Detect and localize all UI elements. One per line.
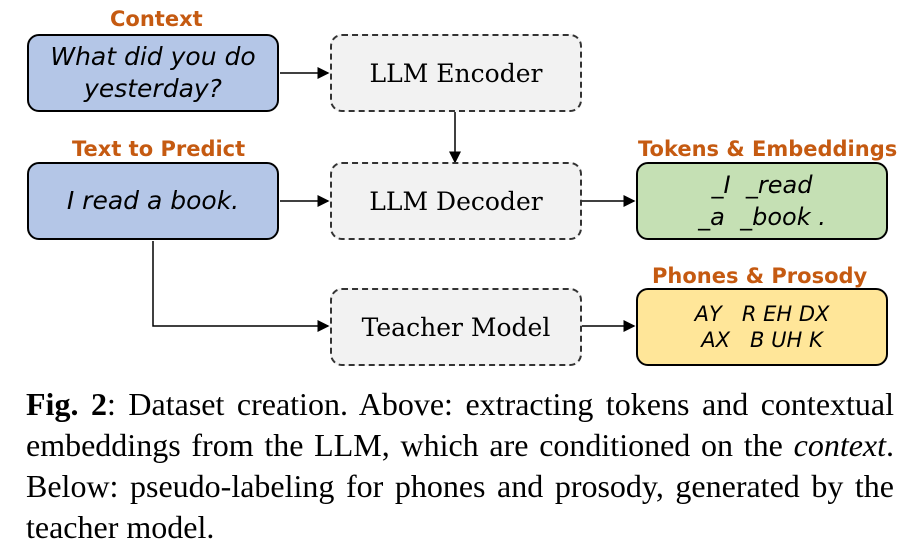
figure-caption: Fig. 2: Dataset creation. Above: extract… bbox=[26, 384, 894, 548]
teacher-model-box: Teacher Model bbox=[330, 288, 582, 366]
predict-text: I read a book. bbox=[66, 186, 240, 215]
llm-encoder-text: LLM Encoder bbox=[369, 58, 543, 88]
caption-text-2: . Below: pseudo-labeling for phones and … bbox=[26, 427, 894, 545]
phones-prosody-label: Phones & Prosody bbox=[652, 264, 868, 288]
caption-emphasis: context bbox=[793, 427, 886, 463]
dataset-creation-diagram: Context Text to Predict Tokens & Embeddi… bbox=[27, 7, 898, 366]
context-box: What did you do yesterday? bbox=[27, 34, 279, 112]
teacher-model-text: Teacher Model bbox=[361, 312, 551, 342]
caption-text-1: : Dataset creation. Above: extracting to… bbox=[26, 386, 895, 463]
tokens-text: _I _read _a _book . bbox=[698, 171, 826, 231]
figure-number: Fig. 2 bbox=[26, 386, 107, 422]
context-label: Context bbox=[110, 7, 203, 31]
text-to-predict-box: I read a book. bbox=[27, 162, 279, 240]
llm-decoder-text: LLM Decoder bbox=[369, 186, 543, 216]
llm-encoder-box: LLM Encoder bbox=[330, 34, 582, 112]
connector-arrows bbox=[152, 67, 636, 332]
arrow-predict-to-teacher bbox=[152, 241, 330, 332]
llm-decoder-box: LLM Decoder bbox=[330, 162, 582, 240]
context-text: What did you do yesterday? bbox=[50, 42, 256, 103]
tokens-box: _I _read _a _book . bbox=[636, 162, 888, 240]
phones-box: AY R EH DX AX B UH K bbox=[636, 288, 888, 366]
tokens-embeddings-label: Tokens & Embeddings bbox=[638, 137, 898, 161]
text-to-predict-label: Text to Predict bbox=[72, 137, 246, 161]
phones-text: AY R EH DX AX B UH K bbox=[694, 302, 830, 352]
